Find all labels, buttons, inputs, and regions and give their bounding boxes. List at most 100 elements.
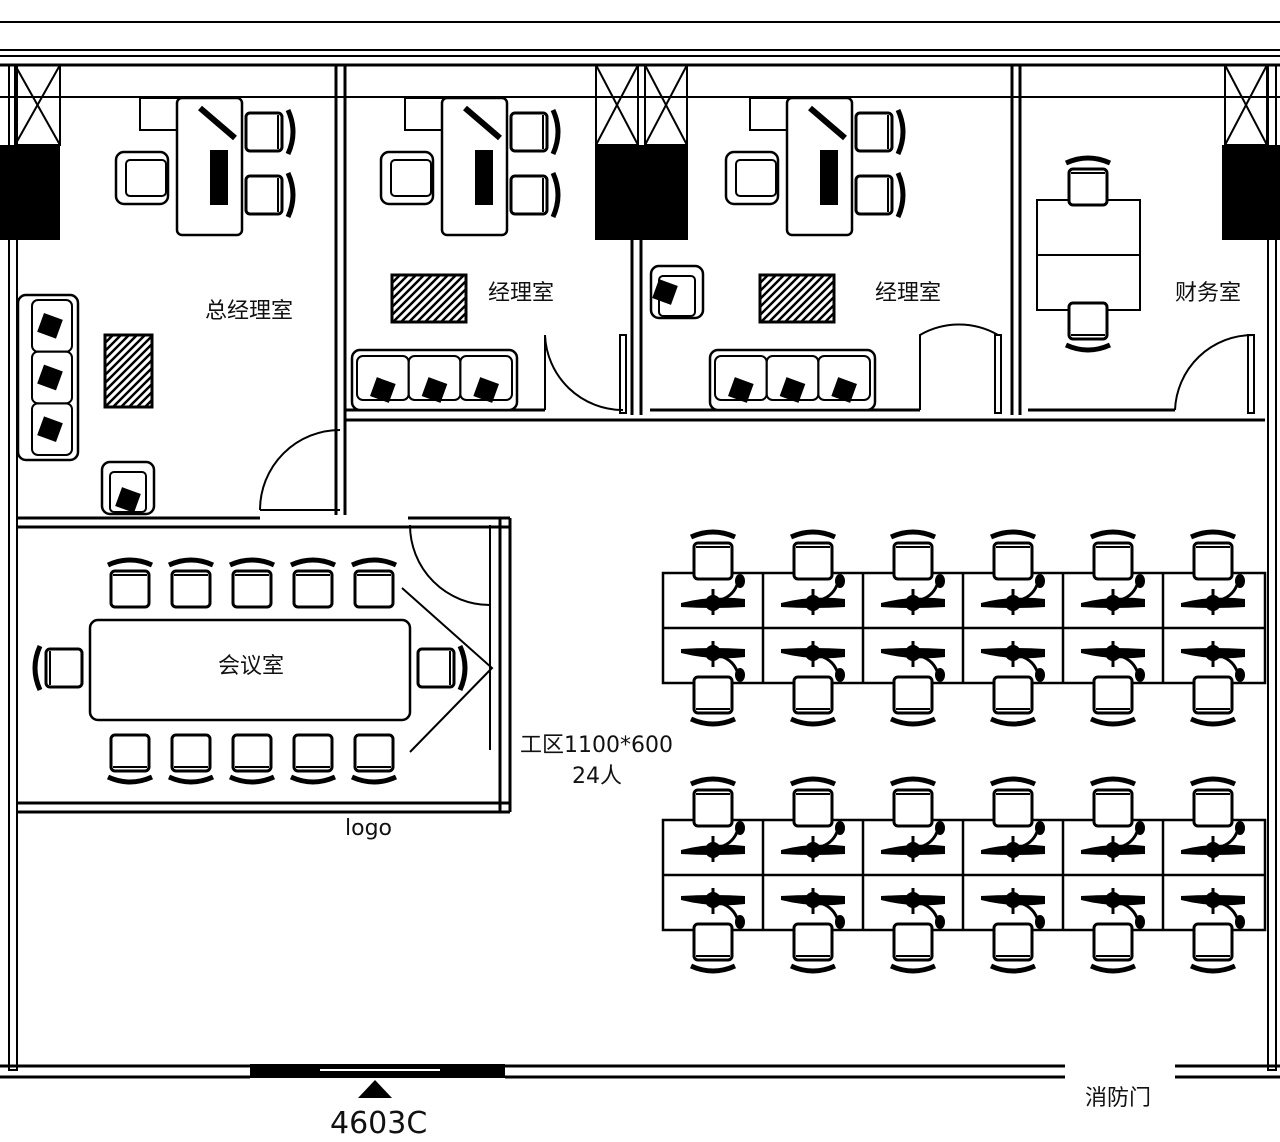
guest-chair: [509, 108, 561, 156]
rug: [758, 273, 836, 324]
workstation-chair: [1089, 675, 1137, 727]
meeting-chair: [228, 557, 276, 609]
guest-chair: [244, 108, 296, 156]
guest-chair: [509, 171, 561, 219]
fire-door-label: 消防门: [1085, 1086, 1151, 1111]
chair: [1064, 155, 1112, 207]
executive-desk-set: [379, 96, 561, 237]
computer-icon: [1181, 641, 1245, 682]
workstation-chair: [989, 922, 1037, 974]
guest-chair: [854, 171, 906, 219]
guest-chair: [244, 171, 296, 219]
workstation-chair: [1089, 776, 1137, 828]
meeting-chair: [350, 557, 398, 609]
workstation-chair: [689, 675, 737, 727]
workstation-chair: [1089, 529, 1137, 581]
computer-icon: [881, 641, 945, 682]
meeting-chair: [416, 644, 468, 692]
meeting-table-set: [32, 557, 468, 785]
cushion-icon: [728, 377, 754, 403]
doors: [259, 323, 1255, 753]
entrance-arrow-icon: [358, 1080, 392, 1098]
computer-icon: [1081, 641, 1145, 682]
cushion-icon: [37, 416, 63, 442]
cushion-icon: [37, 364, 63, 391]
meeting-chair: [350, 733, 398, 785]
cushion-icon: [370, 377, 396, 403]
computer-icon: [781, 641, 845, 682]
sofa: [350, 348, 519, 412]
phone-icon: [808, 105, 847, 141]
cushion-icon: [115, 487, 141, 513]
executive-desk-set: [114, 96, 296, 237]
meeting-chair: [289, 557, 337, 609]
computer-icon: [681, 888, 745, 929]
workstation-chair: [889, 776, 937, 828]
computer-icon: [1181, 574, 1245, 615]
cushion-icon: [779, 377, 806, 403]
workstation-chair: [989, 529, 1037, 581]
meeting-chair: [228, 733, 276, 785]
armchair: [649, 264, 705, 320]
computer-icon: [781, 821, 845, 862]
computer-icon: [981, 888, 1045, 929]
computer-icon: [781, 574, 845, 615]
cushion-icon: [37, 313, 63, 339]
meeting-chair: [32, 644, 84, 692]
workstation-chair: [689, 529, 737, 581]
outer-walls: [0, 64, 1280, 1079]
phone-icon: [463, 105, 502, 141]
chair: [1064, 301, 1112, 353]
work-area-desks: [661, 529, 1267, 974]
meeting-chair: [106, 733, 154, 785]
workstation-chair: [689, 922, 737, 974]
computer-icon: [881, 821, 945, 862]
computer-icon: [1181, 821, 1245, 862]
workstation-chair: [1189, 776, 1237, 828]
workstation-chair: [889, 675, 937, 727]
monitor-icon: [210, 150, 228, 205]
room-label-manager-office-2: 经理室: [875, 281, 941, 306]
computer-icon: [981, 574, 1045, 615]
interior-walls: [17, 65, 1265, 814]
workstation-block-2: [661, 776, 1267, 974]
executive-chair: [724, 150, 780, 206]
meeting-chair: [106, 557, 154, 609]
rug: [390, 273, 468, 324]
meeting-chair: [167, 557, 215, 609]
finance-desks: [1036, 155, 1141, 353]
workstation-chair: [1189, 529, 1237, 581]
executive-chair: [379, 150, 435, 206]
work-area-capacity: 24人: [572, 764, 622, 789]
computer-icon: [681, 821, 745, 862]
cushion-icon: [421, 377, 448, 403]
computer-icon: [981, 641, 1045, 682]
workstation-chair: [789, 529, 837, 581]
workstation-chair: [1189, 675, 1237, 727]
phone-icon: [198, 105, 237, 141]
room-label-gm-office: 总经理室: [205, 299, 293, 324]
workstation-chair: [889, 529, 937, 581]
computer-icon: [881, 888, 945, 929]
sofa: [16, 293, 80, 462]
guest-chair: [854, 108, 906, 156]
sofa: [708, 348, 877, 412]
workstation-chair: [1189, 922, 1237, 974]
computer-icon: [681, 574, 745, 615]
computer-icon: [1181, 888, 1245, 929]
main-entrance-door[interactable]: [250, 1064, 505, 1098]
workstation-block-1: [661, 529, 1267, 727]
logo-label: logo: [345, 816, 392, 841]
room-label-finance: 财务室: [1175, 281, 1241, 306]
monitor-icon: [820, 150, 838, 205]
workstation-chair: [989, 776, 1037, 828]
workstation-chair: [789, 922, 837, 974]
furniture: [16, 96, 1141, 785]
room-label-manager-office-1: 经理室: [488, 281, 554, 306]
cushion-icon: [831, 377, 857, 403]
meeting-chair: [289, 733, 337, 785]
computer-icon: [1081, 821, 1145, 862]
meeting-chair: [167, 733, 215, 785]
executive-chair: [114, 150, 170, 206]
